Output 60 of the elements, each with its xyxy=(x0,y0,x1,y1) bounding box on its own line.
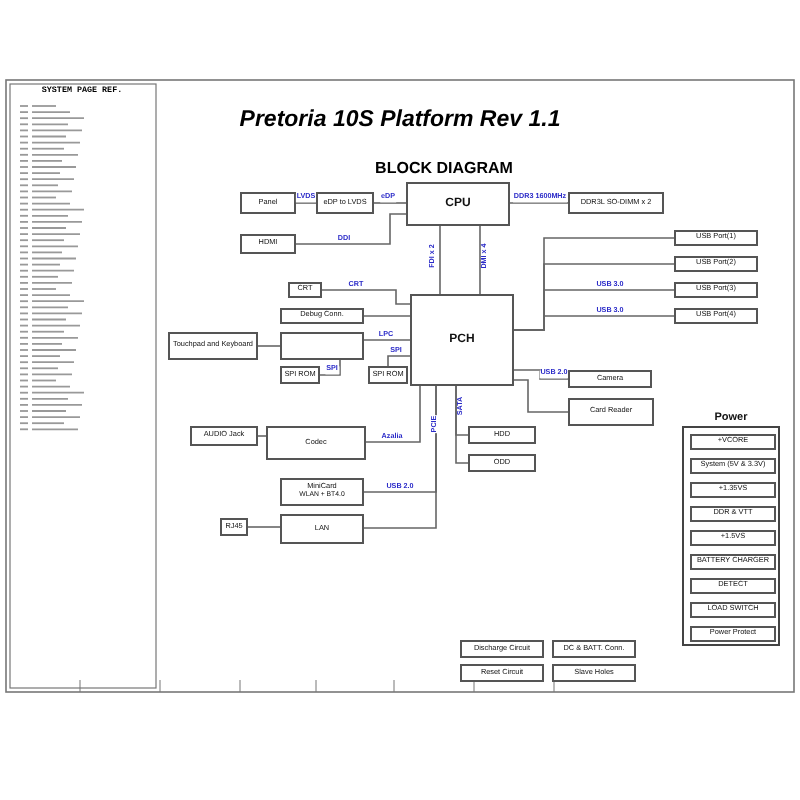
bus-line xyxy=(295,213,407,245)
block-box xyxy=(468,454,536,472)
block-box xyxy=(690,506,776,522)
block-box xyxy=(468,426,536,444)
block-box xyxy=(168,332,258,360)
bus-line xyxy=(513,379,569,413)
block-box xyxy=(552,664,636,682)
block-box xyxy=(690,530,776,546)
bus-line xyxy=(363,315,411,317)
block-box xyxy=(266,426,366,460)
block-box xyxy=(240,234,296,254)
block-box xyxy=(220,518,248,536)
block-box xyxy=(288,282,322,298)
block-box xyxy=(568,192,664,214)
bus-line xyxy=(509,202,569,204)
bus-line xyxy=(321,289,411,305)
block-box xyxy=(568,370,652,388)
bus-line xyxy=(439,225,441,295)
block-box xyxy=(406,182,510,226)
block-box xyxy=(690,482,776,498)
block-box xyxy=(460,664,544,682)
block-box xyxy=(410,294,514,386)
bus-line xyxy=(295,202,317,204)
block-box xyxy=(674,308,758,324)
bus-line xyxy=(479,225,481,295)
block-box xyxy=(674,230,758,246)
block-box xyxy=(460,640,544,658)
block-box xyxy=(280,366,320,384)
block-box xyxy=(280,308,364,324)
block-box xyxy=(674,282,758,298)
bus-line xyxy=(257,435,267,437)
block-box xyxy=(690,602,776,618)
bus-line xyxy=(365,385,421,443)
bus-line xyxy=(257,345,281,347)
chip-box xyxy=(280,332,364,360)
diagram-subtitle: BLOCK DIAGRAM xyxy=(375,159,513,177)
block-box xyxy=(368,366,408,384)
block-box xyxy=(690,458,776,474)
block-box xyxy=(190,426,258,446)
block-box xyxy=(690,434,776,450)
diagram-title: Pretoria 10S Platform Rev 1.1 xyxy=(239,108,561,132)
bus-line xyxy=(513,315,675,331)
block-box xyxy=(316,192,374,214)
block-box xyxy=(568,398,654,426)
bus-line xyxy=(319,359,341,376)
block-box xyxy=(690,554,776,570)
bus-line xyxy=(247,526,281,528)
bus-line xyxy=(513,369,569,380)
bus-line xyxy=(373,202,407,204)
bus-line xyxy=(387,355,411,367)
bus-line xyxy=(363,385,437,529)
block-box xyxy=(690,626,776,642)
block-box xyxy=(280,514,364,544)
bus-line xyxy=(363,339,411,341)
bus-line xyxy=(455,385,469,464)
block-box xyxy=(690,578,776,594)
block-box xyxy=(240,192,296,214)
block-box xyxy=(280,478,364,506)
block-box xyxy=(552,640,636,658)
block-box xyxy=(674,256,758,272)
